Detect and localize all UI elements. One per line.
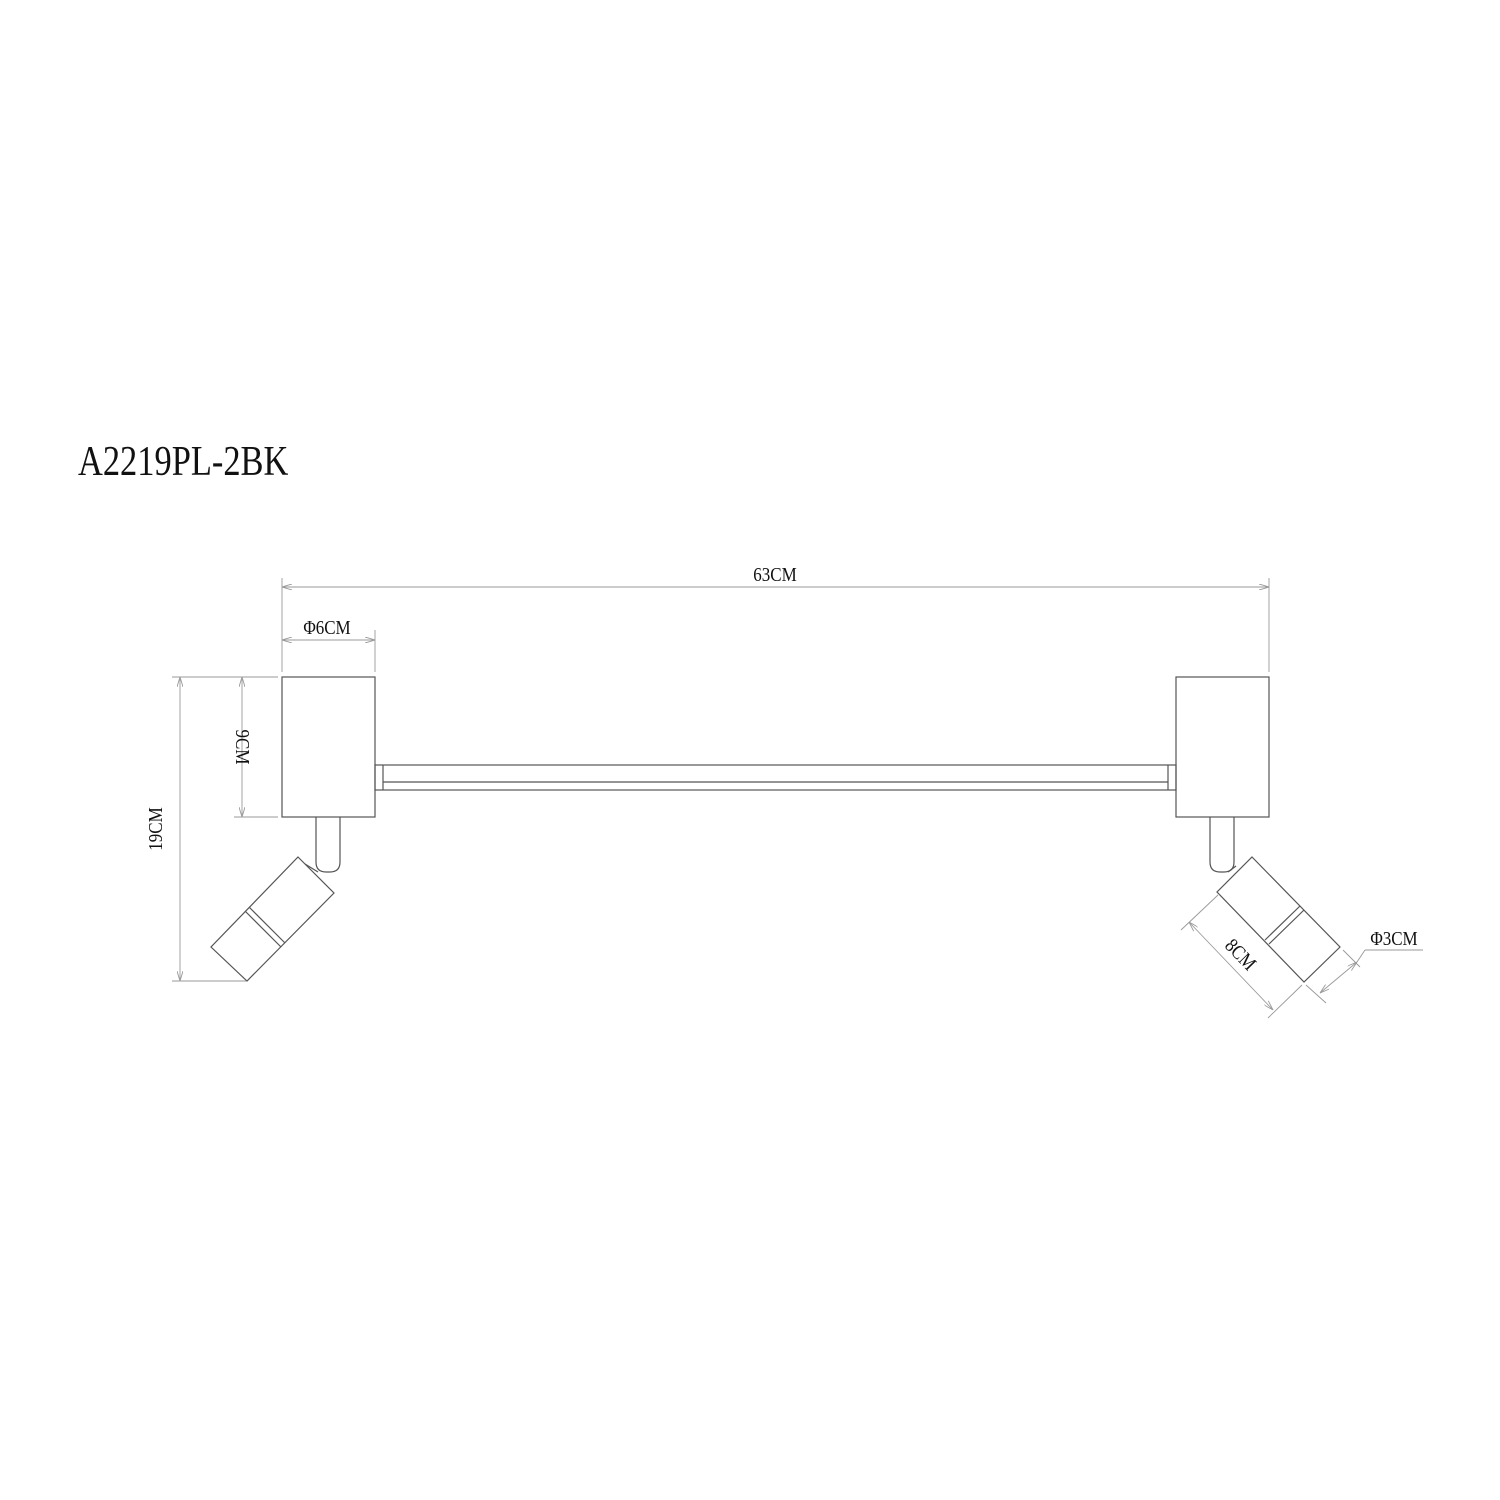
dimension-3cm: Φ3CM <box>1305 928 1423 1004</box>
right-stem <box>1209 817 1235 873</box>
dimension-19cm: 19CM <box>145 676 278 982</box>
model-title: A2219PL-2BK <box>78 439 289 485</box>
dimension-label: Φ3CM <box>1370 928 1417 951</box>
left-joint <box>304 863 319 873</box>
connecting-bar <box>374 764 1177 791</box>
dimension-label: 9CM <box>231 730 254 765</box>
dimension-label: 8CM <box>1220 934 1261 975</box>
right-joint <box>1227 865 1237 873</box>
dimension-label: 63CM <box>753 564 796 587</box>
dimension-label: Φ6CM <box>303 617 350 640</box>
right-shade <box>1216 856 1341 983</box>
dimension-6cm: Φ6CM <box>282 617 376 672</box>
left-fixture <box>210 676 376 982</box>
right-canopy <box>1175 676 1270 818</box>
left-shade-divider <box>244 906 286 948</box>
left-shade <box>210 856 335 982</box>
dimension-8cm: 8CM <box>1180 894 1303 1019</box>
left-stem <box>315 817 341 873</box>
left-canopy <box>281 676 376 818</box>
right-shade-divider <box>1264 905 1305 945</box>
dimension-label: 19CM <box>145 807 168 850</box>
right-fixture <box>1175 676 1341 983</box>
dimension-63cm: 63CM <box>281 564 1270 672</box>
dimension-9cm: 9CM <box>231 676 278 818</box>
